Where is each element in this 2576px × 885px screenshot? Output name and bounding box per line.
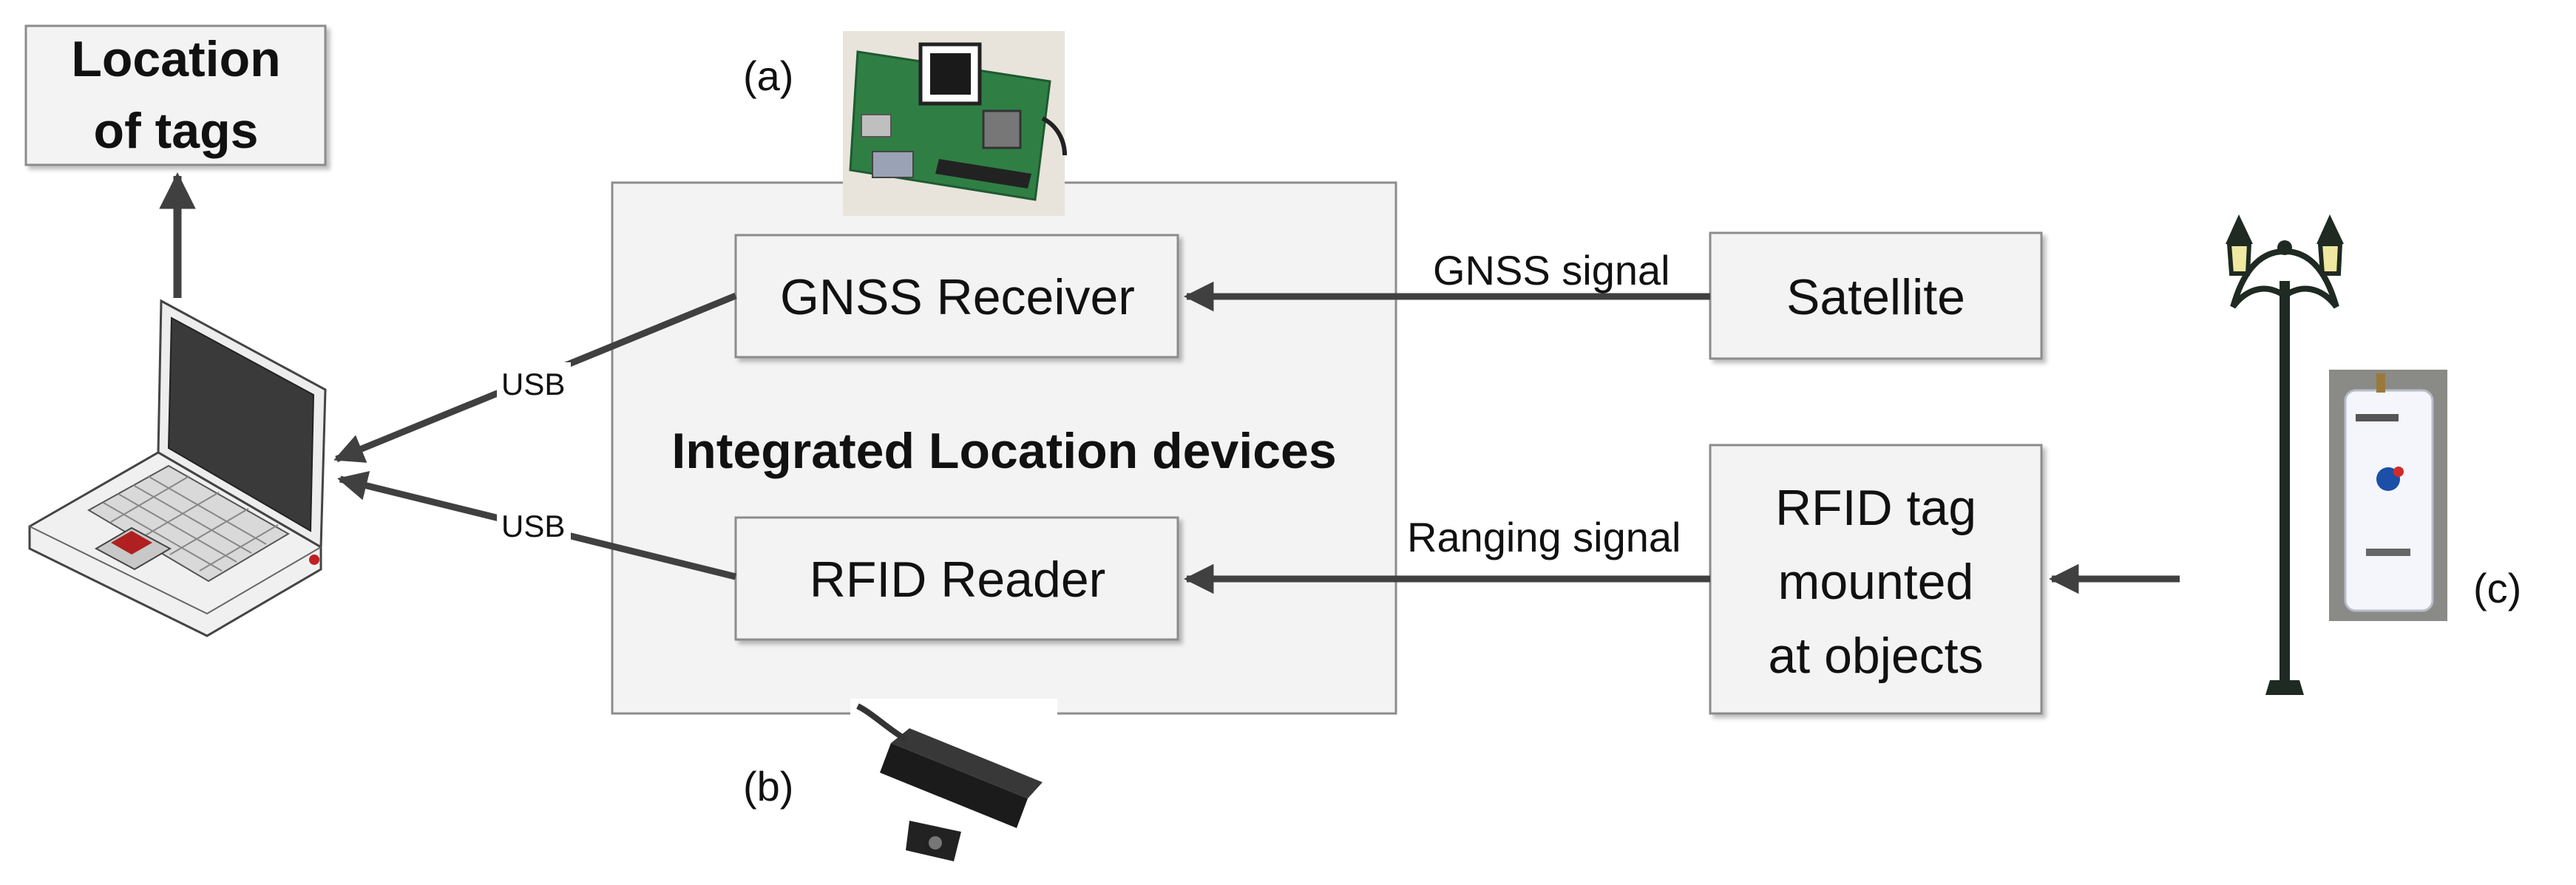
location-label-line1: Location bbox=[71, 31, 280, 87]
rfid-tag-node: RFID tag mounted at objects bbox=[1709, 444, 2043, 715]
location-of-tags-node: Location of tags bbox=[24, 24, 327, 166]
rfid-reader-photo bbox=[850, 699, 1057, 865]
marker-b: (b) bbox=[743, 763, 793, 810]
gnss-receiver-label: GNSS Receiver bbox=[780, 269, 1135, 325]
gnss-board-photo bbox=[843, 31, 1067, 216]
rfid-tag-label-line3: at objects bbox=[1768, 628, 1983, 684]
integrated-devices-title: Integrated Location devices bbox=[671, 423, 1336, 479]
marker-a: (a) bbox=[743, 52, 793, 99]
rfid-tag-photo bbox=[2329, 370, 2447, 621]
rfid-reader-node: RFID Reader bbox=[734, 516, 1179, 641]
laptop-icon bbox=[28, 299, 327, 637]
ranging-signal-label: Ranging signal bbox=[1407, 514, 1681, 560]
rfid-reader-label: RFID Reader bbox=[810, 552, 1106, 608]
lamp-post-icon bbox=[2226, 214, 2344, 695]
gnss-receiver-node: GNSS Receiver bbox=[734, 234, 1179, 359]
satellite-node: Satellite bbox=[1709, 231, 2043, 360]
marker-c: (c) bbox=[2473, 565, 2521, 611]
rfid-tag-label-line2: mounted bbox=[1778, 554, 1974, 610]
usb-bottom-label: USB bbox=[501, 509, 565, 543]
usb-top-label: USB bbox=[501, 367, 565, 401]
location-label-line2: of tags bbox=[94, 103, 259, 159]
satellite-label: Satellite bbox=[1786, 269, 1965, 325]
gnss-signal-label: GNSS signal bbox=[1433, 247, 1670, 294]
rfid-tag-label-line1: RFID tag bbox=[1775, 480, 1976, 536]
